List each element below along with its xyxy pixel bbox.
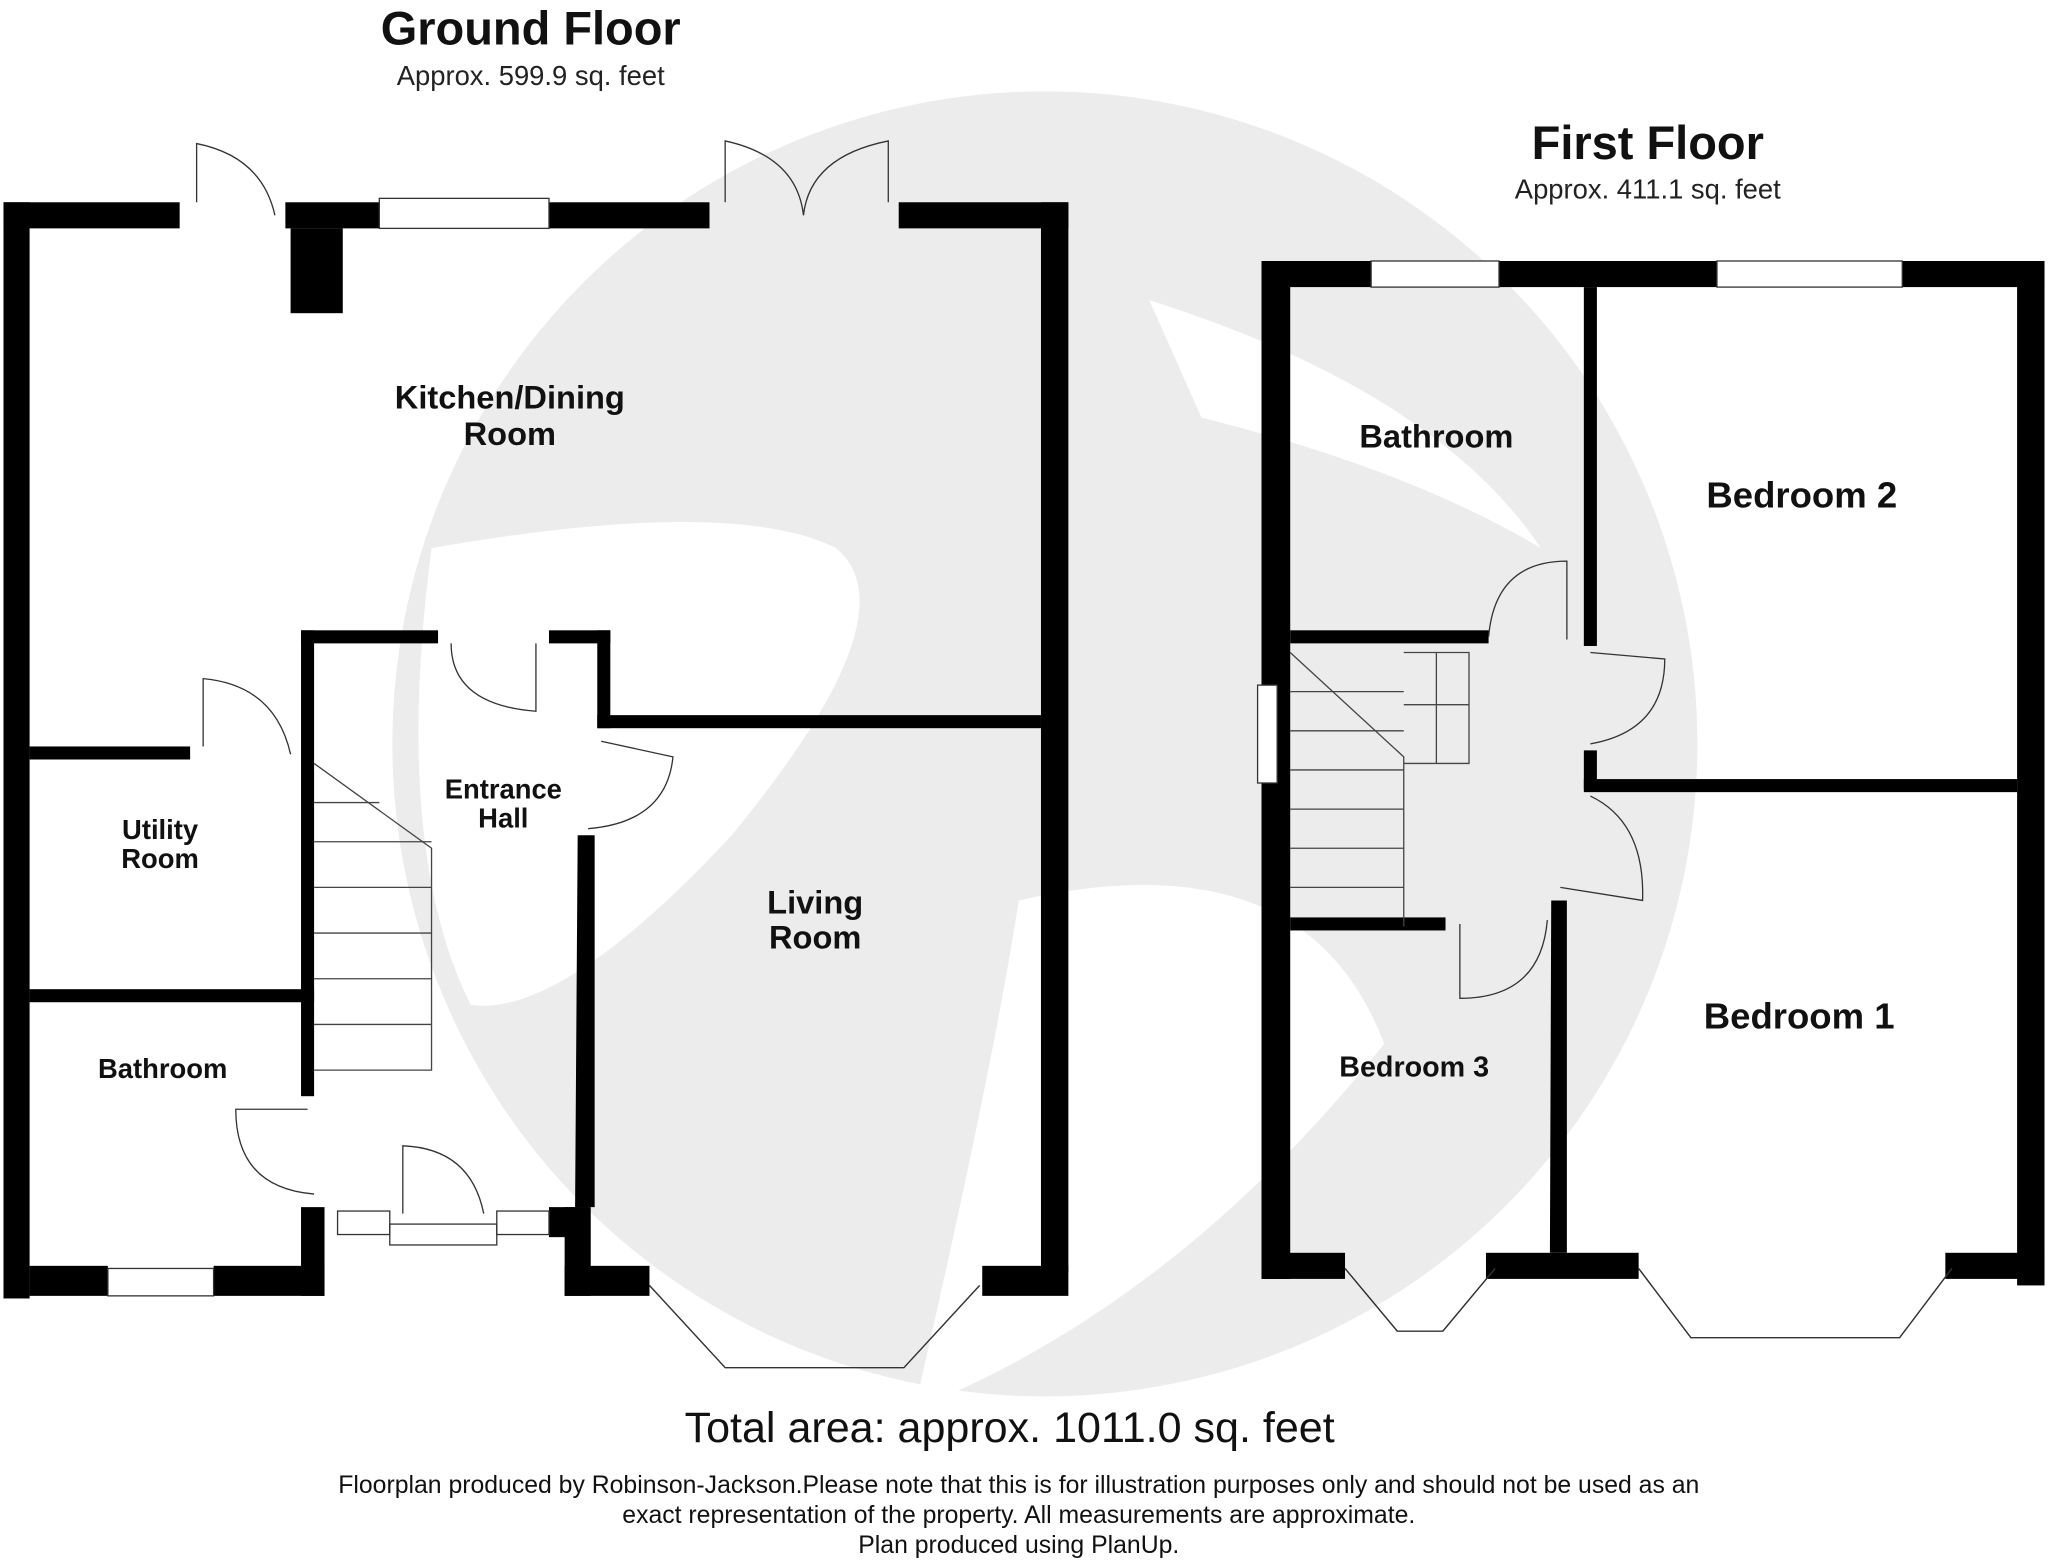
- first-floor-doors: [1459, 560, 1666, 999]
- room-utility-label-2: Room: [121, 843, 199, 874]
- first-floor-windows: [1256, 260, 1953, 1339]
- ground-floor-walls: [3, 202, 1069, 1299]
- room-utility-label: Utility: [122, 814, 199, 845]
- room-bedroom2-label: Bedroom 2: [1706, 475, 1897, 516]
- ground-floor-title: Ground Floor: [381, 1, 681, 54]
- room-kitchen-label: Kitchen/Dining: [395, 378, 625, 415]
- first-floor-title: First Floor: [1532, 116, 1764, 169]
- room-bedroom3-label: Bedroom 3: [1339, 1052, 1489, 1084]
- room-living-label: Living: [767, 884, 863, 921]
- room-ground-bathroom-label: Bathroom: [98, 1053, 227, 1084]
- ground-floor-stairs: [313, 762, 433, 1071]
- room-first-bathroom-label: Bathroom: [1359, 418, 1513, 455]
- room-bedroom1-label: Bedroom 1: [1704, 995, 1895, 1036]
- disclaimer-line-2: exact representation of the property. Al…: [622, 1502, 1415, 1529]
- disclaimer-line-1: Floorplan produced by Robinson-Jackson.P…: [338, 1472, 1699, 1499]
- first-floor-area: Approx. 411.1 sq. feet: [1515, 173, 1781, 204]
- total-area: Total area: approx. 1011.0 sq. feet: [685, 1404, 1335, 1452]
- disclaimer-line-3: Plan produced using PlanUp.: [858, 1532, 1179, 1559]
- ground-floor-area: Approx. 599.9 sq. feet: [397, 60, 665, 91]
- ground-floor-windows: [107, 197, 981, 1369]
- room-hall-label: Entrance: [445, 774, 562, 805]
- room-hall-label-2: Hall: [478, 802, 528, 833]
- ground-floor-doors: [195, 140, 889, 1246]
- first-floor-stairs: [1289, 651, 1470, 927]
- room-living-label-2: Room: [769, 919, 861, 956]
- room-kitchen-label-2: Room: [464, 415, 556, 452]
